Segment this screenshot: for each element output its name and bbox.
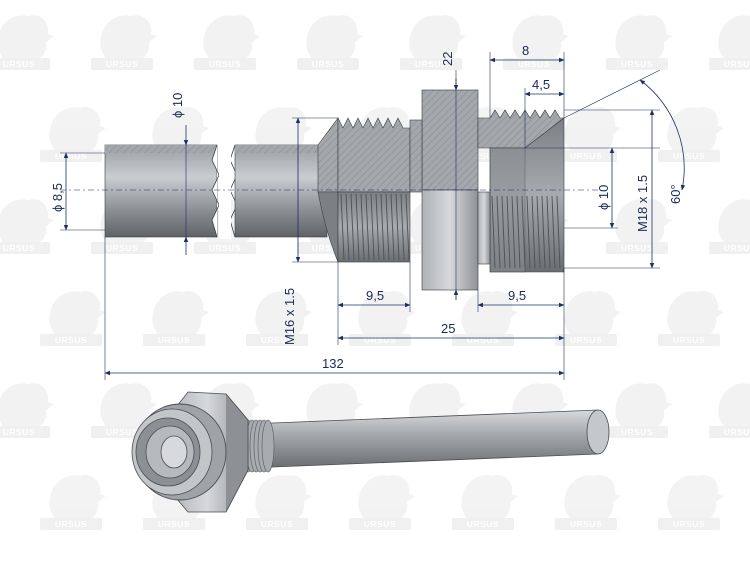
cone-bore-diameter-label: ϕ 10 — [596, 185, 611, 210]
watermark-label: URSUS — [106, 427, 138, 437]
watermark-label: URSUS — [621, 59, 653, 69]
watermark-label: URSUS — [364, 335, 396, 345]
rear-thread-length-label: 9,5 — [366, 288, 384, 303]
ursus-watermark: URSUS — [555, 475, 621, 530]
watermark-label: URSUS — [467, 335, 499, 345]
ursus-watermark: URSUS — [606, 383, 672, 438]
ursus-watermark: URSUS — [297, 15, 363, 70]
front-body-length-label: 9,5 — [508, 288, 526, 303]
ursus-watermark: URSUS — [246, 291, 312, 346]
watermark-label: URSUS — [55, 519, 87, 529]
watermark-label: URSUS — [467, 151, 499, 161]
cone-angle-label: 60° — [668, 184, 683, 204]
watermark-label: URSUS — [518, 59, 550, 69]
watermark-label: URSUS — [3, 59, 35, 69]
rear-thread-label: M16 x 1.5 — [282, 288, 297, 345]
watermark-label: URSUS — [724, 243, 750, 253]
watermark-label: URSUS — [158, 519, 190, 529]
ursus-watermark: URSUS — [40, 475, 106, 530]
watermark-label: URSUS — [621, 427, 653, 437]
ursus-watermark: URSUS — [555, 107, 621, 162]
tube-outer-diameter-label: ϕ 10 — [170, 93, 185, 118]
watermark-label: URSUS — [724, 427, 750, 437]
watermark-label: URSUS — [570, 519, 602, 529]
watermark-label: URSUS — [158, 335, 190, 345]
ursus-watermark: URSUS — [0, 383, 54, 438]
ursus-watermark: URSUS — [0, 199, 54, 254]
ursus-watermark: URSUS — [0, 15, 54, 70]
hex-width-label: 22 — [440, 52, 455, 66]
watermark-label: URSUS — [3, 243, 35, 253]
watermark-label: URSUS — [209, 243, 241, 253]
front-depth-label: 4,5 — [532, 77, 550, 92]
ursus-watermark: URSUS — [658, 475, 724, 530]
ursus-watermark: URSUS — [658, 291, 724, 346]
watermark-label: URSUS — [312, 59, 344, 69]
ursus-watermark: URSUS — [658, 107, 724, 162]
watermark-label: URSUS — [673, 335, 705, 345]
ursus-watermark: URSUS — [400, 15, 466, 70]
watermark-label: URSUS — [261, 335, 293, 345]
ursus-watermark: URSUS — [246, 475, 312, 530]
ursus-watermark: URSUS — [194, 15, 260, 70]
front-thread-length-label: 8 — [522, 43, 529, 58]
watermark-label: URSUS — [3, 427, 35, 437]
watermark-label: URSUS — [467, 519, 499, 529]
ursus-watermark: URSUS — [709, 383, 750, 438]
ursus-watermark: URSUS — [452, 475, 518, 530]
watermark-label: URSUS — [415, 59, 447, 69]
front-thread-label: M18 x 1.5 — [635, 175, 650, 232]
ursus-watermark: URSUS — [709, 199, 750, 254]
dimension-labels: ϕ 10 ϕ 8,5 22 8 4,5 ϕ 10 M18 x 1.5 60° M… — [50, 43, 683, 371]
overall-length-label: 132 — [322, 356, 344, 371]
ursus-watermark: URSUS — [40, 291, 106, 346]
watermark-label: URSUS — [261, 519, 293, 529]
watermark-label: URSUS — [621, 243, 653, 253]
watermark-label: URSUS — [55, 335, 87, 345]
watermark-label: URSUS — [673, 151, 705, 161]
ursus-watermark: URSUS — [91, 15, 157, 70]
watermark-label: URSUS — [55, 151, 87, 161]
ursus-watermark: URSUS — [503, 15, 569, 70]
watermark-label: URSUS — [673, 519, 705, 529]
watermark-label: URSUS — [312, 243, 344, 253]
watermark-label: URSUS — [570, 151, 602, 161]
watermark-label: URSUS — [209, 59, 241, 69]
dimension-lines — [60, 52, 686, 380]
watermark-label: URSUS — [106, 243, 138, 253]
watermark-label: URSUS — [364, 519, 396, 529]
watermark-label: URSUS — [570, 335, 602, 345]
ursus-watermark: URSUS — [143, 291, 209, 346]
section-view — [104, 89, 565, 291]
fitting-length-label: 25 — [441, 321, 455, 336]
ursus-watermark: URSUS — [349, 475, 415, 530]
ursus-watermark: URSUS — [555, 291, 621, 346]
ursus-watermark: URSUS — [709, 15, 750, 70]
ursus-watermark: URSUS — [40, 107, 106, 162]
tube-inner-diameter-label: ϕ 8,5 — [50, 183, 65, 212]
ursus-watermark: URSUS — [606, 15, 672, 70]
isometric-view — [131, 391, 610, 513]
watermark-label: URSUS — [724, 59, 750, 69]
watermark-label: URSUS — [106, 59, 138, 69]
